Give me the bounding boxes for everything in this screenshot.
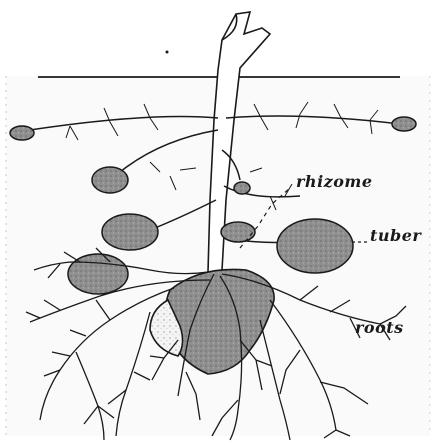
- tuber-left-end: [10, 126, 34, 140]
- tuber-right-end: [392, 117, 416, 131]
- tuber-upper-left: [92, 167, 128, 193]
- tuber-label: tuber: [370, 226, 421, 245]
- tuber-middle-left: [102, 214, 158, 250]
- rhizome-label: rhizome: [296, 172, 373, 191]
- tuber-large-right: [277, 219, 353, 273]
- tuber-middle: [221, 222, 255, 242]
- roots-label: roots: [355, 318, 404, 337]
- speck: [166, 51, 169, 54]
- tuber-small: [234, 182, 250, 194]
